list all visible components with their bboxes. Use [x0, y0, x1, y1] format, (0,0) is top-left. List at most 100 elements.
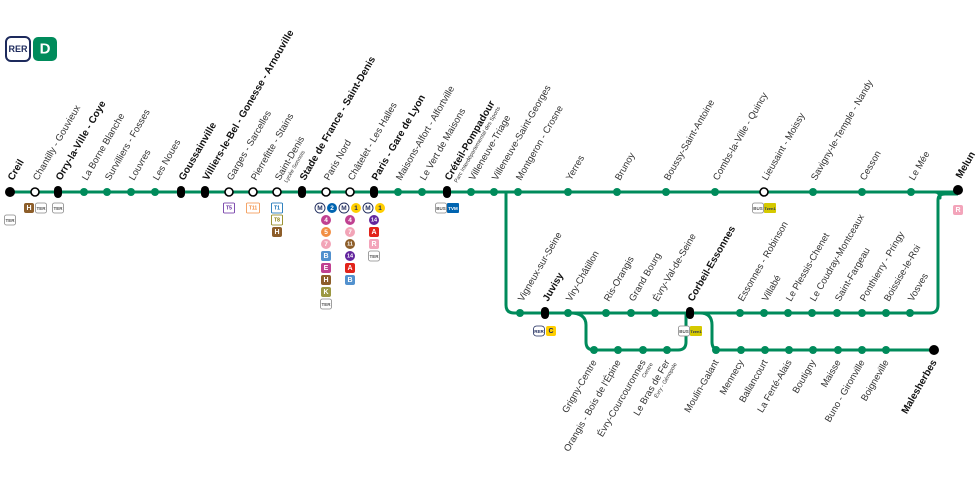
station-moulin-galant[interactable]	[712, 346, 720, 354]
connection-b-badge[interactable]: B	[321, 251, 331, 261]
connection-m-badge[interactable]: M	[338, 202, 350, 214]
connection-m-badge[interactable]: M	[314, 202, 326, 214]
station-maisons-alfort-alfortville[interactable]	[394, 188, 402, 196]
station-le-coudray-montceaux[interactable]	[808, 309, 816, 317]
station-cesson[interactable]	[858, 188, 866, 196]
connection-c-badge[interactable]: C	[546, 326, 556, 336]
connection-14-badge[interactable]: 14	[369, 215, 379, 225]
station-stade-de-france-saint-denis[interactable]	[298, 186, 306, 198]
connection-ter-badge[interactable]: TER	[35, 202, 47, 214]
station-buno-gironville[interactable]	[858, 346, 866, 354]
connection-ter-badge[interactable]: TER	[368, 250, 380, 262]
station-saint-denis[interactable]	[272, 187, 282, 197]
station-villiers-le-bel-gonesse-arnouville[interactable]	[201, 186, 209, 198]
connection-1-badge[interactable]: 1	[375, 203, 385, 213]
station-evry-val-de-seine[interactable]	[651, 309, 659, 317]
station-brunoy[interactable]	[613, 188, 621, 196]
connection-5-badge[interactable]: 5	[321, 227, 331, 237]
station-paris-gare-de-lyon[interactable]	[370, 186, 378, 198]
connection-ter-badge[interactable]: TER	[52, 202, 64, 214]
station-corbeil-essonnes[interactable]	[686, 307, 694, 319]
station-maisse[interactable]	[834, 346, 842, 354]
station-le-plessis-chenet[interactable]	[784, 309, 792, 317]
station-combs-la-ville-quincy[interactable]	[711, 188, 719, 196]
connection-4-badge[interactable]: 4	[345, 215, 355, 225]
connection-e-badge[interactable]: E	[321, 263, 331, 273]
station-louvres[interactable]	[127, 188, 135, 196]
connection-bus-badge[interactable]: BUS	[435, 202, 447, 214]
connection-t1-badge[interactable]: T1	[271, 202, 283, 214]
station-villeneuve-triage[interactable]	[467, 188, 475, 196]
station-grigny-centre[interactable]	[590, 346, 598, 354]
connection-7-badge[interactable]: 7	[345, 227, 355, 237]
station-ris-orangis[interactable]	[602, 309, 610, 317]
connection-t5-badge[interactable]: T5	[223, 202, 235, 214]
connection-h-badge[interactable]: H	[272, 227, 282, 237]
station-le-mee[interactable]	[907, 188, 915, 196]
connection-r-badge[interactable]: R	[369, 239, 379, 249]
connection-tzen1-badge[interactable]: Tzen1	[690, 326, 702, 336]
station-villeneuve-saint-georges[interactable]	[490, 188, 498, 196]
station-chantilly-gouvieux[interactable]	[30, 187, 40, 197]
station-creteil-pompadour[interactable]	[443, 186, 451, 198]
station-le-vert-de-maisons[interactable]	[418, 188, 426, 196]
station-pierrefitte-stains[interactable]	[248, 187, 258, 197]
station-evry-courcouronnes[interactable]	[639, 346, 647, 354]
station-grand-bourg[interactable]	[627, 309, 635, 317]
connection-1-badge[interactable]: 1	[351, 203, 361, 213]
connection-ter-badge[interactable]: TER	[320, 298, 332, 310]
station-lieusaint-moissy[interactable]	[759, 187, 769, 197]
connection-ter-badge[interactable]: TER	[4, 214, 16, 226]
station-melun[interactable]	[953, 185, 963, 195]
station-montgeron-crosne[interactable]	[514, 188, 522, 196]
station-boigneville[interactable]	[882, 346, 890, 354]
connection-tzen1-badge[interactable]: Tzen1	[764, 203, 776, 213]
connection-bus-badge[interactable]: BUS	[678, 325, 690, 337]
station-juvisy[interactable]	[541, 307, 549, 319]
station-villabe[interactable]	[760, 309, 768, 317]
station-garges-sarcelles[interactable]	[224, 187, 234, 197]
station-vigneux-sur-seine[interactable]	[516, 309, 524, 317]
connection-2-badge[interactable]: 2	[327, 203, 337, 213]
station-yerres[interactable]	[564, 188, 572, 196]
station-saint-fargeau[interactable]	[833, 309, 841, 317]
station-le-bras-de-fer[interactable]	[663, 346, 671, 354]
station-survilliers-fosses[interactable]	[103, 188, 111, 196]
connection-a-badge[interactable]: A	[369, 227, 379, 237]
station-goussainville[interactable]	[177, 186, 185, 198]
station-viry-chatillon[interactable]	[564, 309, 572, 317]
connection-11-badge[interactable]: 11	[345, 239, 355, 249]
connection-14-badge[interactable]: 14	[345, 251, 355, 261]
station-boissise-le-roi[interactable]	[882, 309, 890, 317]
station-les-noues[interactable]	[151, 188, 159, 196]
station-malesherbes[interactable]	[929, 345, 939, 355]
connection-k-badge[interactable]: K	[321, 287, 331, 297]
station-orangis-bois-de-l-epine[interactable]	[614, 346, 622, 354]
connection-m-badge[interactable]: M	[362, 202, 374, 214]
station-la-borne-blanche[interactable]	[80, 188, 88, 196]
station-creil[interactable]	[5, 187, 15, 197]
station-ponthierry-pringy[interactable]	[858, 309, 866, 317]
connection-t8-badge[interactable]: T8	[271, 214, 283, 226]
connection-bus-badge[interactable]: BUS	[752, 202, 764, 214]
connection-h-badge[interactable]: H	[321, 275, 331, 285]
connection-h-badge[interactable]: H	[24, 203, 34, 213]
connection-7-badge[interactable]: 7	[321, 239, 331, 249]
connection-b-badge[interactable]: B	[345, 275, 355, 285]
station-essonnes-robinson[interactable]	[736, 309, 744, 317]
connection-a-badge[interactable]: A	[345, 263, 355, 273]
connection-rer-badge[interactable]: RER	[533, 325, 545, 337]
connection-t11-badge[interactable]: T11	[246, 202, 260, 214]
station-chatelet-les-halles[interactable]	[345, 187, 355, 197]
station-mennecy[interactable]	[737, 346, 745, 354]
connection-tvm-badge[interactable]: TVM	[447, 203, 459, 213]
station-paris-nord[interactable]	[321, 187, 331, 197]
station-savigny-le-temple-nandy[interactable]	[809, 188, 817, 196]
connection-4-badge[interactable]: 4	[321, 215, 331, 225]
station-vosves[interactable]	[906, 309, 914, 317]
station-ballancourt[interactable]	[761, 346, 769, 354]
station-boutigny[interactable]	[809, 346, 817, 354]
station-la-ferte-alais[interactable]	[785, 346, 793, 354]
station-orry-la-ville-coye[interactable]	[54, 186, 62, 198]
connection-r-badge[interactable]: R	[953, 205, 963, 215]
